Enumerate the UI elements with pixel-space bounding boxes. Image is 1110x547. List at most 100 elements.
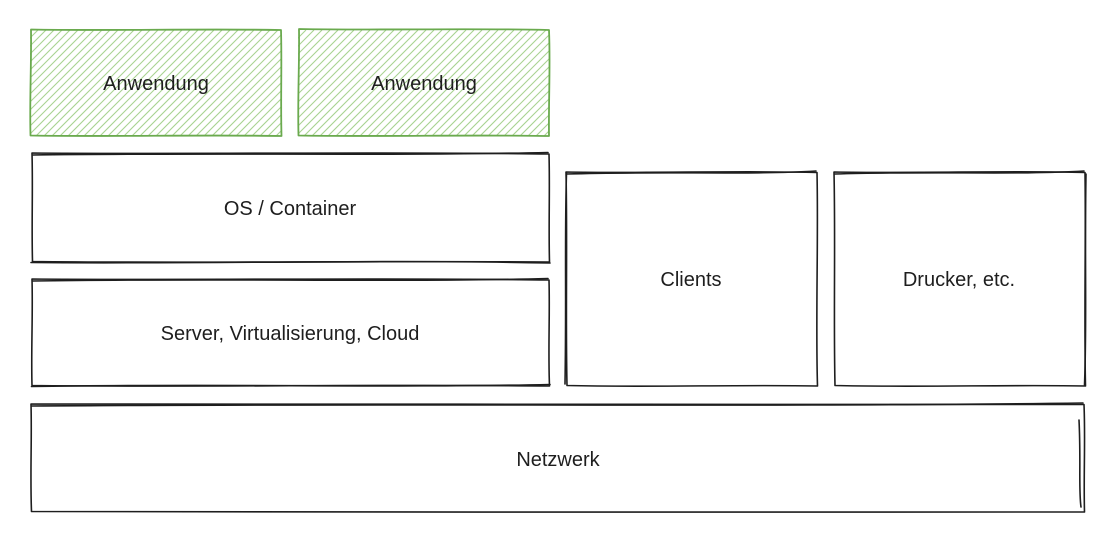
box-sketch-overdraw-network <box>31 402 1084 508</box>
hatch-line <box>30 30 103 103</box>
hatch-line <box>407 30 515 136</box>
box-outline-server <box>30 278 551 387</box>
hatch-line <box>298 30 331 63</box>
hatch-line <box>359 30 467 136</box>
hatch-line <box>431 30 539 136</box>
box-sketch-overdraw-clients <box>564 170 817 385</box>
hatch-line <box>30 30 55 55</box>
hatch-line <box>51 30 159 136</box>
box-outline-application-right <box>297 28 551 137</box>
hatch-line <box>139 30 247 136</box>
hatch-line <box>298 30 387 119</box>
hatch-line <box>298 30 339 71</box>
hatch-line <box>298 30 395 127</box>
hatch-line <box>519 106 549 136</box>
label-printers: Drucker, etc. <box>903 269 1015 291</box>
label-clients: Clients <box>660 269 721 291</box>
hatch-line <box>219 74 281 136</box>
hatch-line <box>535 122 549 136</box>
hatch-line <box>399 30 507 136</box>
hatch-line <box>319 30 427 136</box>
hatch-line <box>30 30 63 63</box>
hatch-line <box>275 130 281 136</box>
hatch-line <box>267 122 281 136</box>
hatch-line <box>107 30 215 136</box>
hatch-line <box>115 30 223 136</box>
label-os-container: OS / Container <box>224 198 357 220</box>
hatch-line <box>30 30 135 135</box>
hatch-line <box>471 58 549 136</box>
hatch-line <box>415 30 523 136</box>
box-outline-application-left <box>29 28 283 137</box>
box-outline-network <box>30 402 1086 514</box>
hatch-fill-left <box>30 30 281 136</box>
hatch-line <box>67 30 175 136</box>
hatch-line <box>30 30 79 79</box>
hatch-fill-right <box>298 30 549 136</box>
hatch-line <box>30 30 127 127</box>
hatch-line <box>367 30 475 136</box>
hatch-line <box>91 30 199 136</box>
hatch-line <box>311 30 419 136</box>
hatch-line <box>211 66 281 136</box>
hatch-line <box>298 30 307 39</box>
hatch-line <box>259 114 281 136</box>
hatch-line <box>147 30 255 136</box>
box-network: Netzwerk <box>30 402 1086 514</box>
box-server-virtualization-cloud: Server, Virtualisierung, Cloud <box>30 277 551 388</box>
box-outline-printers <box>833 170 1087 388</box>
hatch-line <box>303 30 411 136</box>
hatch-line <box>298 30 355 87</box>
hatch-line <box>195 50 281 136</box>
box-application-left: Anwendung <box>29 28 283 137</box>
hatch-line <box>503 90 549 136</box>
hatch-line <box>75 30 183 136</box>
hatch-line <box>298 30 323 55</box>
hatch-line <box>351 30 459 136</box>
hatch-line <box>383 30 491 136</box>
hatch-line <box>511 98 549 136</box>
hatch-line <box>243 98 281 136</box>
hatch-line <box>423 30 531 136</box>
label-server-virtualization-cloud: Server, Virtualisierung, Cloud <box>161 323 420 345</box>
hatch-line <box>30 30 31 31</box>
box-os-container: OS / Container <box>30 151 551 264</box>
hatch-line <box>327 30 435 136</box>
hatch-line <box>463 50 549 136</box>
hatch-line <box>298 30 363 95</box>
hatch-line <box>298 30 371 103</box>
box-sketch-overdraw-server <box>30 277 551 388</box>
hatch-line <box>30 30 87 87</box>
hatch-line <box>343 30 451 136</box>
hatch-line <box>187 42 281 136</box>
box-sketch-overdraw-printers <box>834 170 1087 386</box>
hatch-line <box>171 30 279 136</box>
hatch-line <box>227 82 281 136</box>
label-application-left: Anwendung <box>103 73 209 95</box>
hatch-line <box>30 30 119 119</box>
box-outline-os-container <box>31 152 551 264</box>
hatch-line <box>527 114 549 136</box>
hatch-line <box>203 58 281 136</box>
hatch-line <box>439 30 547 136</box>
hatch-line <box>335 30 443 136</box>
label-network: Netzwerk <box>516 449 600 471</box>
box-clients: Clients <box>564 170 819 388</box>
box-sketch-overdraw-os <box>30 151 551 264</box>
box-outline-clients <box>565 170 819 388</box>
hatch-line <box>30 30 71 71</box>
hatch-line <box>59 30 167 136</box>
label-application-right: Anwendung <box>371 73 477 95</box>
hatch-line <box>163 30 271 136</box>
hatch-line <box>251 106 281 136</box>
hatch-line <box>123 30 231 136</box>
hatch-line <box>391 30 499 136</box>
hatch-line <box>375 30 483 136</box>
hatch-line <box>179 34 281 136</box>
hatch-line <box>479 66 549 136</box>
hatch-line <box>495 82 549 136</box>
hatch-line <box>298 30 347 79</box>
box-printers: Drucker, etc. <box>833 170 1087 388</box>
hatch-line <box>83 30 191 136</box>
